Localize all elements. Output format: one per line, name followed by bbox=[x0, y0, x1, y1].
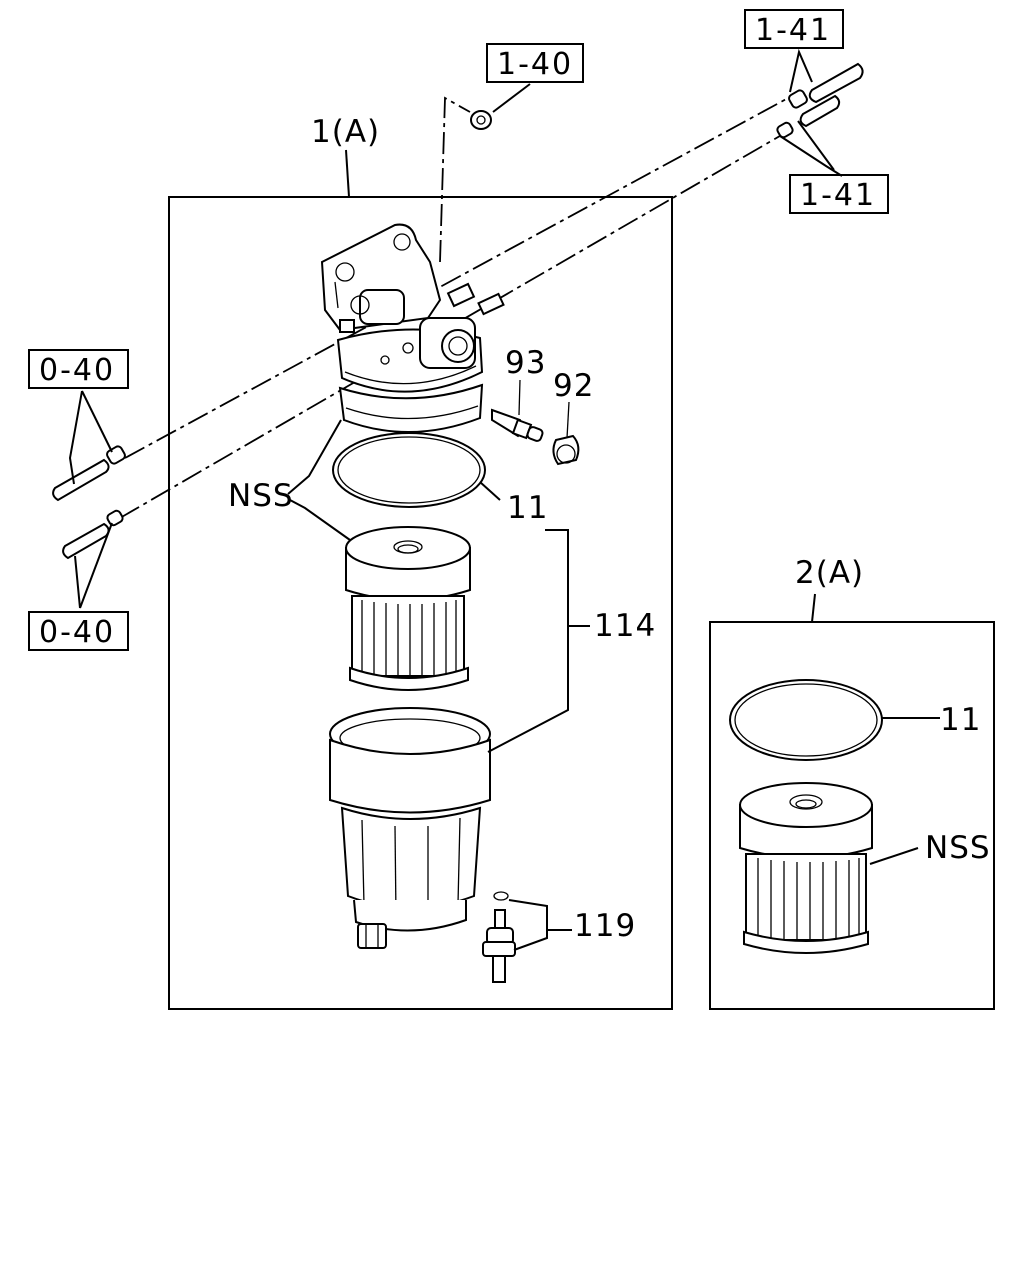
callout-11-assy2: 11 bbox=[940, 702, 981, 738]
svg-text:0-40: 0-40 bbox=[39, 353, 115, 388]
callout-119: 119 bbox=[574, 908, 636, 944]
ref-box-1-40[interactable]: 1-40 bbox=[486, 43, 584, 83]
hose-right-upper bbox=[788, 62, 864, 109]
filter-element-2 bbox=[739, 782, 873, 954]
leader-lines bbox=[68, 48, 940, 951]
o-ring-11 bbox=[332, 432, 486, 508]
water-sensor-119 bbox=[482, 891, 516, 983]
assembly-1-frame bbox=[168, 196, 673, 1010]
filter-head bbox=[320, 223, 505, 433]
hose-left-upper bbox=[52, 445, 126, 502]
callout-nss-assy2: NSS bbox=[925, 830, 991, 866]
ref-box-1-41-upper[interactable]: 1-41 bbox=[744, 9, 844, 49]
assembly-1-label: 1(A) bbox=[311, 114, 380, 150]
callout-93: 93 bbox=[505, 345, 546, 381]
ref-box-1-41-lower[interactable]: 1-41 bbox=[789, 174, 889, 214]
callout-92: 92 bbox=[553, 368, 594, 404]
filter-element-1 bbox=[345, 526, 471, 691]
assembly-2-label: 2(A) bbox=[795, 555, 864, 591]
assembly-2-leader bbox=[811, 593, 816, 623]
assembly-2-frame bbox=[709, 621, 995, 1010]
hose-left-lower bbox=[62, 509, 124, 560]
assembly-2-group: 2(A) bbox=[709, 555, 995, 1010]
hose-right-lower bbox=[776, 94, 841, 139]
fitting-92 bbox=[552, 434, 580, 466]
callout-nss-assy1: NSS bbox=[228, 478, 294, 514]
pipe-centerlines bbox=[119, 96, 791, 519]
fitting-93 bbox=[491, 408, 544, 442]
svg-text:0-40: 0-40 bbox=[39, 615, 115, 650]
ref-box-0-40-upper[interactable]: 0-40 bbox=[28, 349, 129, 389]
assembly-1-group: 1(A) bbox=[168, 114, 673, 1010]
bolt-1-40 bbox=[470, 110, 492, 130]
svg-text:1-41: 1-41 bbox=[800, 178, 876, 213]
svg-text:1-40: 1-40 bbox=[497, 47, 573, 82]
svg-text:1-41: 1-41 bbox=[755, 13, 831, 48]
assembly-1-leader bbox=[345, 149, 350, 198]
ref-box-0-40-lower[interactable]: 0-40 bbox=[28, 611, 129, 651]
o-ring-11-assy2 bbox=[729, 679, 883, 761]
callout-11-assy1: 11 bbox=[507, 490, 548, 526]
filter-bowl bbox=[329, 707, 491, 949]
callout-114: 114 bbox=[594, 608, 656, 644]
